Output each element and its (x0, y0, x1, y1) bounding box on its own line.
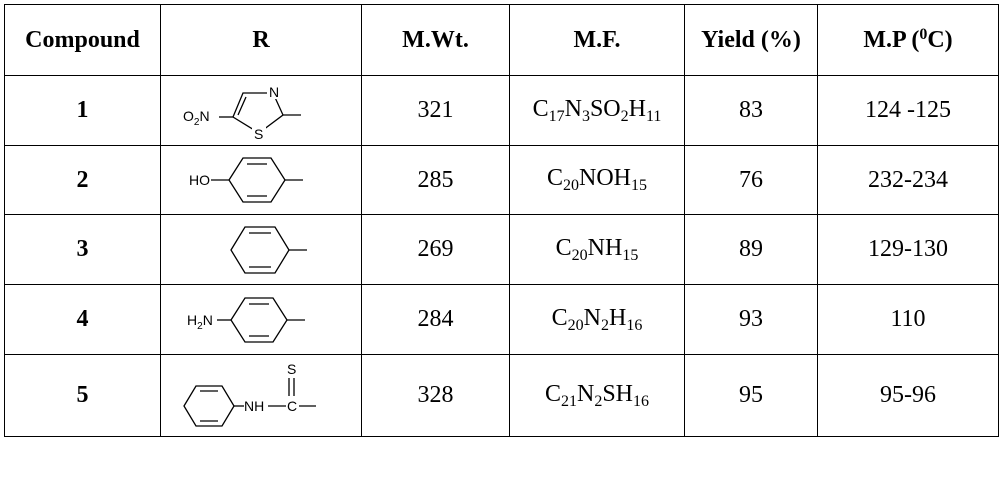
molecular-weight: 284 (361, 284, 510, 355)
header-row: Compound R M.Wt. M.F. Yield (%) M.P (0C) (4, 4, 999, 76)
table-row: 5 NH C S 328 C21N2SH16 95 (4, 354, 999, 437)
compound-number: 4 (4, 284, 161, 355)
header-mf: M.F. (509, 4, 685, 76)
formula-subscript: 11 (645, 107, 662, 125)
compound-number: 1 (4, 75, 161, 146)
compound-number: 3 (4, 214, 161, 285)
molecular-formula: C17N3SO2H11 (509, 75, 685, 146)
formula-part: H (628, 95, 646, 122)
svg-text:O2N: O2N (183, 108, 210, 128)
molecular-weight: 269 (361, 214, 510, 285)
formula-part: N (583, 304, 601, 331)
aminophenyl-structure-icon: H2N (187, 296, 305, 343)
molecular-formula: C20NH15 (509, 214, 685, 285)
melting-point: 232-234 (817, 145, 999, 215)
formula-part: SO (589, 95, 621, 122)
compound-number: 5 (4, 354, 161, 437)
table-row: 3 269 C20NH15 89 129-130 (4, 214, 999, 285)
table-row: 1 O2N N S 321 C17N3SO2H11 83 124 -125 (4, 75, 999, 146)
formula-subscript: 20 (571, 246, 588, 264)
svg-text:N: N (269, 84, 279, 100)
yield-value: 93 (684, 284, 818, 355)
header-r: R (160, 4, 362, 76)
nitrothiazolyl-structure-icon: O2N N S (183, 84, 301, 141)
formula-subscript: 20 (567, 316, 584, 334)
svg-text:S: S (254, 126, 263, 141)
formula-part: N (564, 95, 582, 122)
header-mp: M.P (0C) (817, 4, 999, 76)
yield-value: 76 (684, 145, 818, 215)
table-row: 4 H2N 284 C20N2H16 93 110 (4, 284, 999, 355)
r-group-cell: NH C S (160, 354, 362, 437)
formula-part: N (576, 380, 595, 407)
yield-value: 89 (684, 214, 818, 285)
header-yield: Yield (%) (684, 4, 818, 76)
formula-subscript: 16 (633, 392, 650, 410)
formula-subscript: 17 (548, 107, 565, 125)
compound-data-table: Compound R M.Wt. M.F. Yield (%) M.P (0C)… (4, 4, 999, 437)
compound-number: 2 (4, 145, 161, 215)
svg-text:HO: HO (189, 172, 210, 188)
melting-point: 129-130 (817, 214, 999, 285)
svg-text:S: S (287, 361, 296, 377)
formula-part: H (609, 304, 627, 331)
formula-part: C (551, 304, 568, 331)
formula-part: C (544, 380, 561, 407)
formula-subscript: 20 (563, 177, 579, 194)
molecular-formula: C21N2SH16 (509, 354, 685, 437)
formula-part: SH (602, 380, 634, 407)
yield-value: 95 (684, 354, 818, 437)
formula-subscript: 2 (620, 107, 629, 125)
molecular-formula: C20NOH15 (509, 145, 685, 215)
svg-text:NH: NH (244, 398, 264, 414)
melting-point: 95-96 (817, 354, 999, 437)
formula-part: C (532, 95, 549, 122)
formula-subscript: 3 (581, 107, 590, 125)
phenyl-structure-icon (230, 225, 307, 274)
molecular-weight: 328 (361, 354, 510, 437)
formula-subscript: 2 (601, 316, 609, 334)
formula-subscript: 15 (631, 177, 647, 194)
formula-part: NOH (579, 165, 631, 191)
header-mw: M.Wt. (361, 4, 510, 76)
r-group-cell: H2N (160, 284, 362, 355)
melting-point: 110 (817, 284, 999, 355)
r-group-cell: O2N N S (160, 75, 362, 146)
molecular-weight: 321 (361, 75, 510, 146)
svg-text:C: C (287, 398, 297, 414)
table-row: 2 HO 285 C20NOH15 76 232-234 (4, 145, 999, 215)
formula-part: C (555, 234, 572, 261)
hydroxyphenyl-structure-icon: HO (189, 157, 303, 203)
formula-subscript: 2 (594, 392, 603, 410)
formula-part: NH (587, 234, 623, 261)
yield-value: 83 (684, 75, 818, 146)
r-group-cell: HO (160, 145, 362, 215)
melting-point: 124 -125 (817, 75, 999, 146)
formula-part: C (546, 165, 563, 191)
r-group-cell (160, 214, 362, 285)
phenylthiocarbamoyl-structure-icon: NH C S (183, 361, 316, 427)
formula-subscript: 21 (560, 392, 577, 410)
header-compound: Compound (4, 4, 161, 76)
svg-text:H2N: H2N (187, 312, 213, 332)
formula-subscript: 15 (622, 246, 639, 264)
molecular-formula: C20N2H16 (509, 284, 685, 355)
molecular-weight: 285 (361, 145, 510, 215)
formula-subscript: 16 (626, 316, 643, 334)
